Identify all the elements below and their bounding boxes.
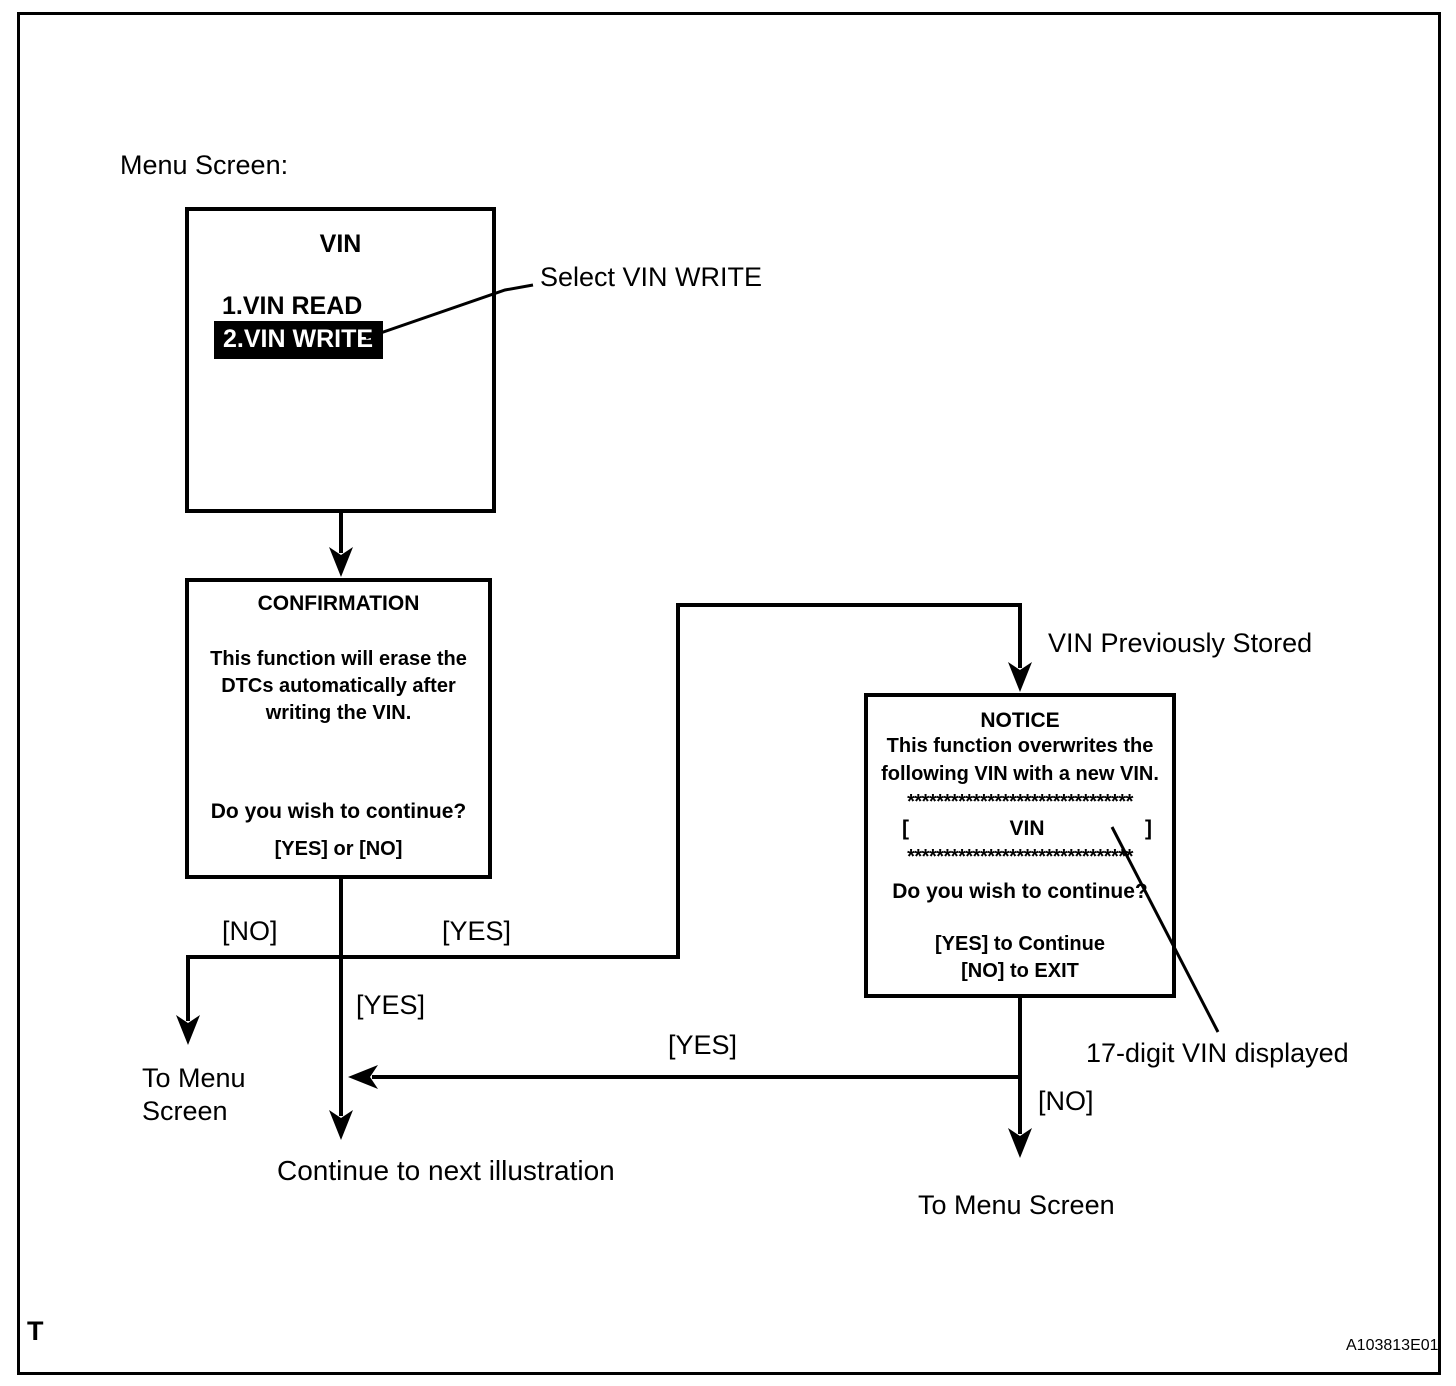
vin-display-field: [ VIN ] [902, 817, 1152, 841]
notice-title: NOTICE [980, 709, 1060, 732]
confirmation-screen-box: CONFIRMATION This function will erase th… [185, 578, 492, 879]
to-menu-screen-destination: To Menu Screen [918, 1190, 1115, 1220]
edge-label-yes: [YES] [356, 990, 426, 1020]
notice-option-yes: [YES] to Continue [935, 933, 1105, 955]
outer-border [17, 12, 1441, 1375]
notice-option-no: [NO] to EXIT [961, 960, 1079, 982]
confirmation-title: CONFIRMATION [257, 592, 420, 615]
notice-body-line: This function overwrites the [886, 735, 1154, 757]
asterisk-separator: ******************************* [907, 791, 1133, 813]
menu-item-vin-read: 1.VIN READ [222, 292, 363, 320]
menu-screen-label: Menu Screen: [120, 150, 289, 180]
seventeen-digit-vin-callout: 17-digit VIN displayed [1086, 1038, 1349, 1068]
confirmation-options: [YES] or [NO] [274, 838, 403, 860]
confirmation-body-line: DTCs automatically after [221, 675, 456, 697]
continue-next-destination: Continue to next illustration [277, 1155, 615, 1186]
vin-menu-title: VIN [319, 230, 362, 258]
notice-question: Do you wish to continue? [892, 880, 1148, 903]
select-vin-write-callout: Select VIN WRITE [540, 262, 763, 292]
asterisk-separator: ******************************* [907, 846, 1133, 868]
confirmation-body-line: This function will erase the [210, 648, 467, 670]
edge-label-no: [NO] [1038, 1086, 1094, 1116]
vin-field-label: VIN [1009, 817, 1045, 840]
edge-label-yes: [YES] [442, 916, 512, 946]
vin-previously-stored-label: VIN Previously Stored [1048, 628, 1313, 658]
edge-label-yes: [YES] [668, 1030, 738, 1060]
confirmation-question: Do you wish to continue? [210, 800, 467, 823]
to-menu-line1: To Menu [142, 1063, 246, 1093]
figure-code: A103813E01 [1346, 1337, 1439, 1354]
footer-t-mark: T [27, 1316, 44, 1346]
vin-open-bracket: [ [902, 817, 909, 840]
notice-body-line: following VIN with a new VIN. [881, 763, 1159, 785]
to-menu-line2: Screen [142, 1096, 228, 1126]
vin-menu-screen-box: VIN 1.VIN READ 2.VIN WRITE [185, 207, 496, 513]
edge-label-no: [NO] [222, 916, 278, 946]
notice-screen-box: NOTICE This function overwrites the foll… [864, 693, 1176, 998]
confirmation-body-line: writing the VIN. [265, 702, 412, 724]
vin-close-bracket: ] [1144, 817, 1152, 840]
menu-item-vin-write-selected: 2.VIN WRITE [214, 321, 384, 359]
